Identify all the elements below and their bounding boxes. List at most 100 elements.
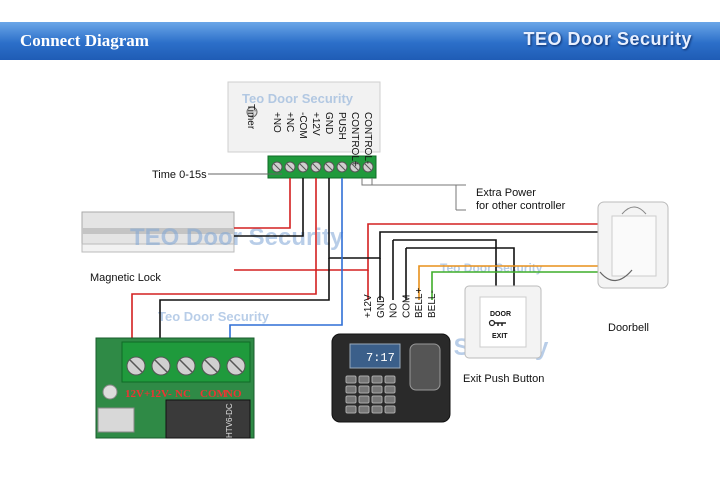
- wire-lock-red: [234, 178, 291, 229]
- screw-slot-icon: [129, 359, 143, 373]
- controller-time: 7:17: [366, 351, 395, 365]
- doorbell-label: Doorbell: [608, 322, 649, 334]
- exit-button-text-door: DOOR: [490, 311, 511, 318]
- screw-slot-icon: [364, 163, 372, 171]
- wire-extra-black: [328, 178, 600, 259]
- screw-slot-icon: [351, 163, 359, 171]
- relay-terminal-label: 12V-: [150, 388, 172, 400]
- keypad-key: [384, 385, 396, 394]
- exit-push-button: DOOR EXIT: [464, 285, 542, 359]
- magnetic-lock: [81, 211, 235, 253]
- key-icon: [494, 322, 506, 326]
- relay-terminal-label: NO: [225, 388, 242, 400]
- access-controller: 7:17: [331, 333, 451, 423]
- keypad-key: [345, 405, 357, 414]
- controller-wire-label: NO: [389, 303, 400, 318]
- screw-slot-icon: [325, 163, 333, 171]
- wire-relay-12v: [131, 270, 317, 340]
- exit-button-text-exit: EXIT: [492, 333, 508, 340]
- keypad-key: [384, 395, 396, 404]
- timer-knob-icon: [246, 106, 258, 118]
- fingerprint-sensor-icon: [409, 343, 441, 391]
- screw-slot-icon: [286, 163, 294, 171]
- screw-slot-icon: [312, 163, 320, 171]
- keypad-key: [371, 405, 383, 414]
- keypad: [345, 375, 396, 414]
- keypad-key: [371, 385, 383, 394]
- doorbell-panel: [611, 215, 657, 277]
- controller-wire-label: BELL-: [427, 290, 438, 318]
- doorbell-wire-bundle: [599, 269, 633, 282]
- relay-terminal-label: 12V+: [125, 388, 150, 400]
- brand-title: TEO Door Security: [523, 29, 692, 49]
- power-terminal-label: +NO: [271, 112, 282, 133]
- wire-relay-blue: [229, 258, 343, 340]
- extra-power-bracket: [361, 178, 466, 211]
- exit-button-label: Exit Push Button: [463, 373, 544, 385]
- magnetic-lock-stripe: [82, 228, 234, 234]
- timer-label: Timer: [245, 104, 256, 130]
- time-label: Time 0-15s: [152, 169, 207, 181]
- wire-exit-1: [393, 239, 497, 286]
- watermark-relay: Teo Door Security: [158, 309, 270, 324]
- relay-connector: [97, 407, 135, 433]
- screw-slot-icon: [204, 359, 218, 373]
- power-terminal-label: +NC: [284, 112, 295, 132]
- power-terminal-label: -COM: [297, 112, 308, 139]
- bell-icon: [621, 206, 647, 215]
- relay-component: [165, 399, 251, 439]
- power-terminal-label: CONTROL+: [349, 112, 360, 167]
- wire-bell-orange: [418, 265, 600, 300]
- controller-wire-label: GND: [376, 296, 387, 318]
- controller-screen: [349, 343, 401, 369]
- controller-wire-label: COM: [401, 295, 412, 318]
- keypad-key: [345, 395, 357, 404]
- watermark-bell-wires: Teo Door Security: [440, 261, 543, 275]
- relay-model-text: HTV6-DC: [225, 403, 234, 438]
- wire-lock-black: [234, 178, 304, 237]
- relay-terminal-label: NC: [175, 388, 191, 400]
- wiring: [131, 178, 600, 340]
- power-terminal-label: GND: [323, 112, 334, 134]
- wire-relay-gnd: [159, 258, 330, 340]
- exit-button-face: [479, 296, 527, 348]
- page-title: Connect Diagram: [20, 31, 149, 50]
- header-bar: Connect Diagram TEO Door Security: [0, 22, 720, 60]
- power-supply-watermark: Teo Door Security: [242, 91, 354, 106]
- keypad-key: [358, 405, 370, 414]
- keypad-key: [358, 385, 370, 394]
- power-terminal-screws: [271, 161, 374, 173]
- key-bow-icon: [488, 319, 496, 327]
- controller-wire-label: +12V: [363, 294, 374, 318]
- keypad-key: [371, 375, 383, 384]
- keypad-key: [371, 395, 383, 404]
- wire-bell-green: [431, 271, 600, 300]
- screw-slot-icon: [273, 163, 281, 171]
- screw-slot-icon: [299, 163, 307, 171]
- relay-led-icon: [102, 384, 118, 400]
- wire-exit-2: [406, 247, 515, 286]
- keypad-key: [384, 405, 396, 414]
- controller-wire-label: BELL+: [414, 288, 425, 318]
- relay-terminal-label: COM: [200, 388, 228, 400]
- keypad-key: [384, 375, 396, 384]
- power-terminal-label: PUSH: [336, 112, 347, 140]
- power-terminal-block: [267, 155, 377, 179]
- magnetic-lock-label: Magnetic Lock: [90, 272, 161, 284]
- power-terminal-label: +12V: [310, 112, 321, 136]
- screw-slot-icon: [154, 359, 168, 373]
- magnetic-lock-plate: [81, 243, 235, 253]
- power-terminal-label: CONTROL-: [362, 112, 373, 164]
- doorbell: [597, 201, 669, 289]
- screw-slot-icon: [229, 359, 243, 373]
- extra-power-line1: Extra Power: [476, 187, 536, 199]
- keypad-key: [345, 385, 357, 394]
- keypad-key: [358, 395, 370, 404]
- extra-power-line2: for other controller: [476, 200, 566, 212]
